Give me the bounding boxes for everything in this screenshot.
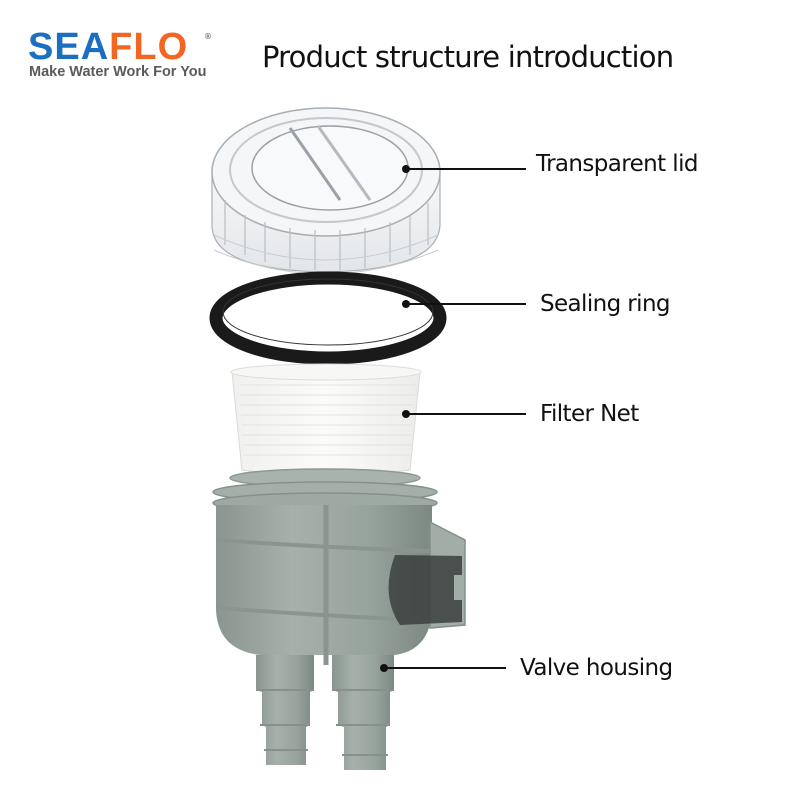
page-title: Product structure introduction — [262, 40, 674, 74]
label-valve-housing: Valve housing — [520, 655, 673, 681]
logo-sea: SEA — [28, 26, 110, 68]
label-filter-net: Filter Net — [540, 401, 639, 427]
seaflo-logo: SEAFLO ® Make Water Work For You — [28, 28, 218, 83]
logo-tagline: Make Water Work For You — [29, 64, 207, 80]
net-callout-line — [406, 413, 526, 415]
transparent-lid-illustration — [211, 107, 441, 275]
registered-mark: ® — [204, 32, 212, 41]
logo-flo: FLO — [109, 26, 189, 68]
housing-callout-line — [384, 667, 506, 669]
sealing-ring-illustration — [209, 271, 447, 365]
ring-callout-line — [406, 303, 526, 305]
label-sealing-ring: Sealing ring — [540, 291, 671, 317]
valve-housing-illustration — [212, 468, 466, 770]
label-transparent-lid: Transparent lid — [536, 151, 698, 177]
lid-callout-line — [406, 168, 526, 170]
logo-wordmark: SEAFLO — [28, 28, 188, 66]
filter-net-illustration — [230, 363, 422, 477]
